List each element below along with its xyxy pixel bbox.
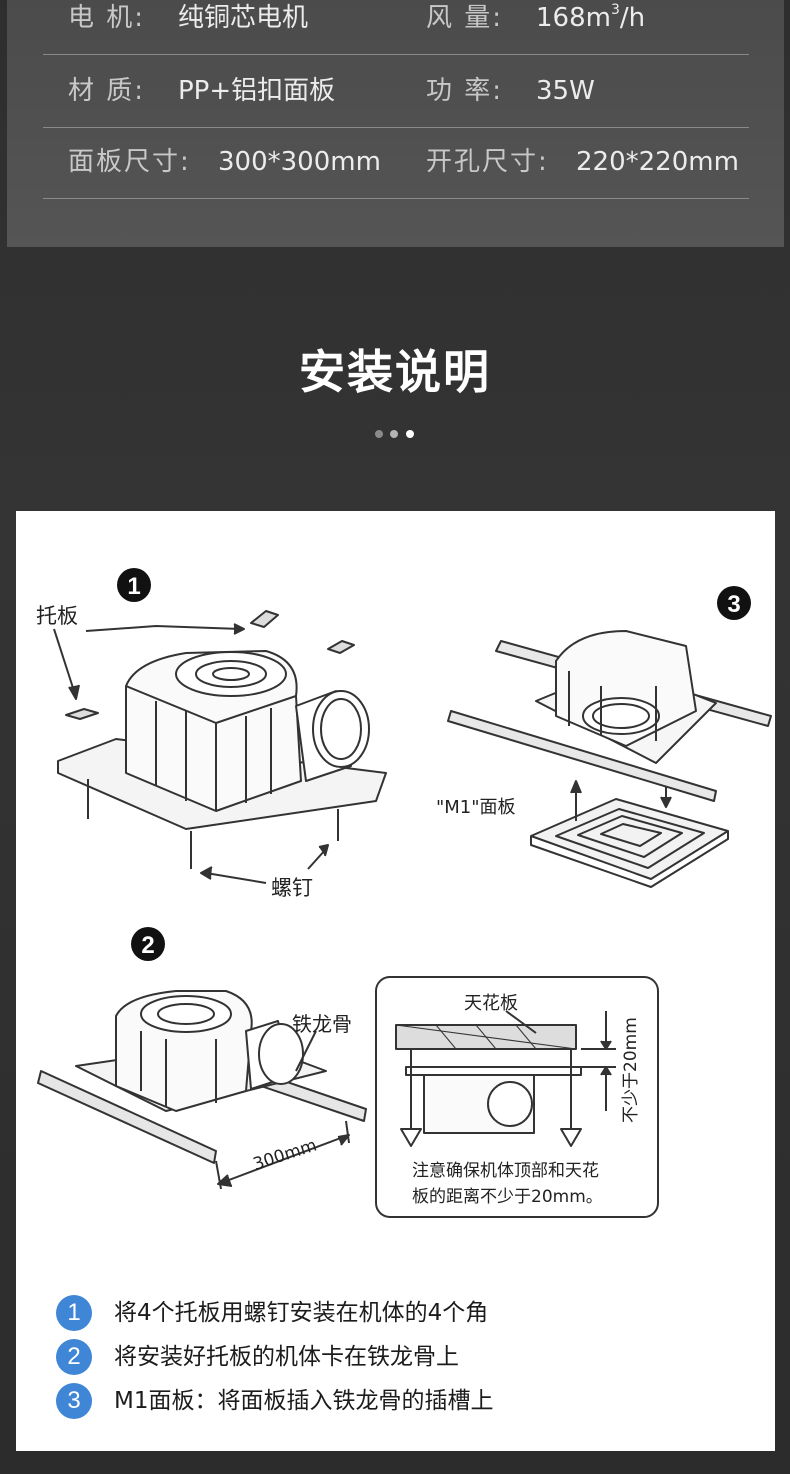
spec-value: 纯铜芯电机 (178, 3, 309, 33)
pagination-dot-active (406, 430, 414, 438)
list-item: 2 将安装好托板的机体卡在铁龙骨上 (56, 1335, 756, 1379)
step-text: 将4个托板用螺钉安装在机体的4个角 (114, 1300, 489, 1326)
spec-row: 材 质: PP+铝扣面板 功 率: 35W (43, 55, 749, 128)
label-bracket: 托板 (36, 604, 78, 628)
spec-row: 面板尺寸: 300*300mm 开孔尺寸: 220*220mm (43, 126, 749, 199)
note-line-2: 板的距离不少于20mm。 (412, 1187, 603, 1207)
spec-label: 开孔尺寸: (426, 147, 549, 177)
step-marker-3: 3 (717, 586, 751, 620)
spec-value: 220*220mm (576, 147, 739, 177)
svg-text:1: 1 (127, 573, 140, 600)
spec-table: 电 机: 纯铜芯电机 风 量: 168m3/h 材 质: PP+铝扣面板 功 率… (7, 0, 784, 247)
pagination-dot (375, 430, 383, 438)
list-item: 3 M1面板：将面板插入铁龙骨的插槽上 (56, 1379, 756, 1423)
spec-value: 168m3/h (536, 2, 646, 33)
step-list: 1 将4个托板用螺钉安装在机体的4个角 2 将安装好托板的机体卡在铁龙骨上 3 … (56, 1291, 756, 1423)
spec-label: 功 率: (426, 76, 504, 106)
note-line-1: 注意确保机体顶部和天花 (412, 1161, 599, 1181)
svg-text:2: 2 (141, 932, 154, 959)
section-title: 安装说明 (299, 345, 491, 399)
installation-card: 1 3 2 托板 螺钉 "M1"面板 铁龙骨 300mm 天花板 不少于20mm… (16, 511, 775, 1451)
svg-text:3: 3 (727, 591, 740, 618)
step-text: M1面板：将面板插入铁龙骨的插槽上 (114, 1388, 494, 1414)
spec-label: 风 量: (426, 3, 504, 33)
step-number-badge: 2 (56, 1339, 92, 1375)
spec-value: 300*300mm (218, 147, 381, 177)
spec-row: 电 机: 纯铜芯电机 风 量: 168m3/h (43, 0, 749, 55)
label-m1-panel: "M1"面板 (436, 797, 516, 818)
label-ceiling: 天花板 (464, 993, 518, 1014)
label-screw: 螺钉 (271, 876, 313, 900)
spec-label: 电 机: (68, 3, 146, 33)
step-text: 将安装好托板的机体卡在铁龙骨上 (114, 1344, 459, 1370)
spec-label: 材 质: (68, 76, 146, 106)
step-number-badge: 1 (56, 1295, 92, 1331)
step-marker-1: 1 (117, 568, 151, 602)
fan-unit-step1 (53, 610, 387, 884)
pagination-dots (375, 430, 415, 439)
label-min-20mm: 不少于20mm (621, 1017, 641, 1123)
list-item: 1 将4个托板用螺钉安装在机体的4个角 (56, 1291, 756, 1335)
pagination-dot (390, 430, 398, 438)
step-number-badge: 3 (56, 1383, 92, 1419)
spec-label: 面板尺寸: (68, 147, 191, 177)
step-marker-2: 2 (131, 927, 165, 961)
clearance-inset (375, 976, 659, 1218)
spec-value: 35W (536, 76, 595, 106)
installation-diagram: 1 3 2 托板 螺钉 "M1"面板 铁龙骨 300mm 天花板 不少于20mm… (36, 568, 772, 1218)
spec-value: PP+铝扣面板 (178, 76, 336, 106)
label-keel: 铁龙骨 (292, 1012, 352, 1036)
fan-unit-step3 (447, 630, 772, 888)
fan-unit-step2 (37, 990, 367, 1190)
label-300mm: 300mm (251, 1136, 320, 1175)
